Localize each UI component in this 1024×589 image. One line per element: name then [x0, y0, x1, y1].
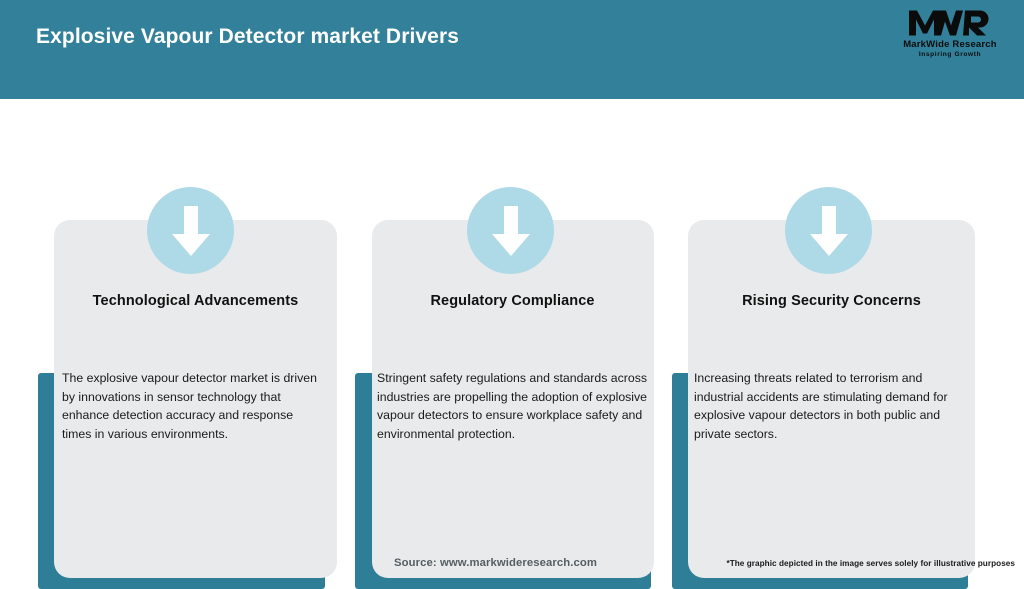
card-panel: [372, 220, 654, 578]
header-bar: Explosive Vapour Detector market Drivers…: [0, 0, 1024, 99]
card-panel: [688, 220, 975, 578]
arrow-down-icon: [467, 187, 554, 274]
logo-tagline: Inspiring Growth: [918, 51, 982, 58]
driver-card[interactable]: Rising Security Concerns Increasing thre…: [672, 143, 975, 589]
mwr-logo-icon: [909, 10, 989, 36]
card-heading: Technological Advancements: [92, 293, 299, 309]
card-body-text: Increasing threats related to terrorism …: [694, 371, 948, 441]
arrow-down-glyph: [491, 205, 530, 256]
brand-logo: MarkWide Research Inspiring Growth: [894, 8, 1006, 66]
card-heading: Rising Security Concerns: [742, 293, 921, 309]
page-title: Explosive Vapour Detector market Drivers: [36, 25, 460, 48]
arrow-down-glyph: [809, 205, 848, 256]
arrow-down-icon: [785, 187, 872, 274]
arrow-down-glyph: [171, 205, 210, 256]
card-body-text: Stringent safety regulations and standar…: [377, 371, 648, 441]
drivers-card-row: Technological Advancements The explosive…: [0, 99, 1024, 589]
source-label: Source: www.markwideresearch.com: [394, 557, 598, 569]
card-heading: Regulatory Compliance: [430, 293, 595, 309]
card-body-text: The explosive vapour detector market is …: [62, 371, 317, 441]
driver-card[interactable]: Regulatory Compliance Stringent safety r…: [355, 143, 654, 589]
driver-card[interactable]: Technological Advancements The explosive…: [38, 143, 337, 589]
card-panel: [54, 220, 337, 578]
arrow-down-icon: [147, 187, 234, 274]
disclaimer-label: *The graphic depicted in the image serve…: [726, 559, 1015, 568]
logo-company-name: MarkWide Research: [903, 39, 997, 50]
